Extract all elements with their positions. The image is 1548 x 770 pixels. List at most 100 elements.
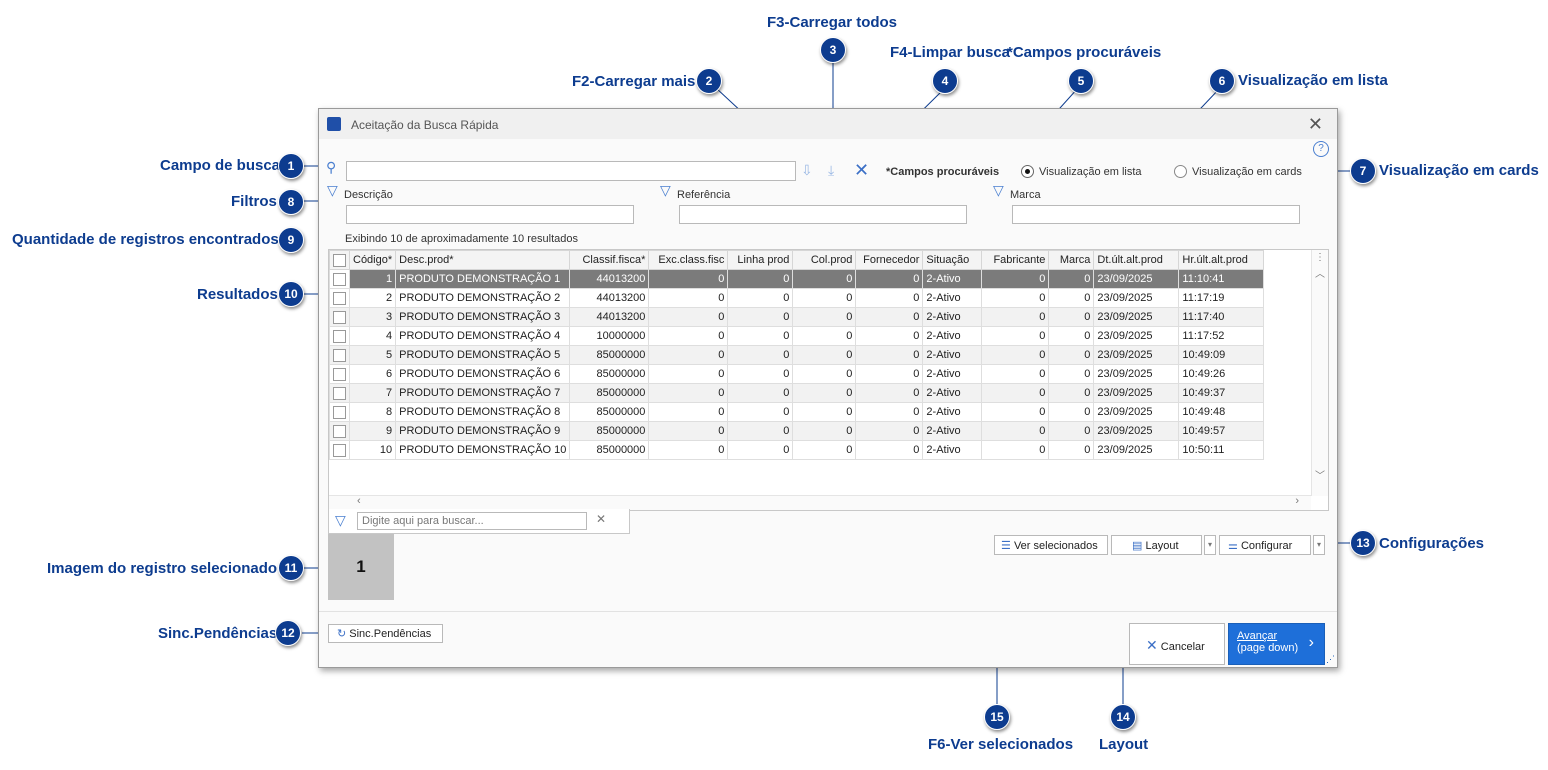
resize-grip-icon[interactable]: ⋰ xyxy=(1326,654,1335,664)
row-checkbox[interactable] xyxy=(329,421,350,441)
filter-label-descricao: Descrição xyxy=(344,189,393,201)
column-header[interactable]: Marca xyxy=(1048,250,1095,270)
table-cell: 10:49:26 xyxy=(1178,364,1265,384)
table-cell: 0 xyxy=(648,288,729,308)
table-cell: 5 xyxy=(348,345,397,365)
table-cell: 0 xyxy=(855,269,924,289)
view-selected-button[interactable]: ☰ Ver selecionados xyxy=(994,535,1108,555)
callout-badge-1: 1 xyxy=(278,153,304,179)
table-cell: 0 xyxy=(855,288,924,308)
table-cell: 23/09/2025 xyxy=(1093,288,1180,308)
clear-search-icon[interactable]: ✕ xyxy=(854,160,870,180)
sync-pending-button[interactable]: ↻ Sinc.Pendências xyxy=(328,624,443,643)
advance-label: Avançar xyxy=(1237,630,1278,642)
filter-input-descricao[interactable] xyxy=(346,205,634,224)
table-cell: 0 xyxy=(981,421,1050,441)
callout-badge-4: 4 xyxy=(932,68,958,94)
table-cell: 0 xyxy=(792,326,857,346)
table-cell: 0 xyxy=(981,345,1050,365)
table-cell: 2-Ativo xyxy=(922,326,983,346)
title-bar: Aceitação da Busca Rápida ✕ xyxy=(319,109,1337,139)
load-more-icon[interactable]: ⇩ xyxy=(801,162,813,178)
table-cell: PRODUTO DEMONSTRAÇÃO 4 xyxy=(395,326,571,346)
cards-view-radio[interactable] xyxy=(1174,165,1187,178)
column-header[interactable]: Hr.últ.alt.prod xyxy=(1178,250,1265,270)
scroll-up-icon[interactable]: ︿ xyxy=(1315,269,1325,280)
column-header[interactable]: Desc.prod* xyxy=(395,250,571,270)
column-header[interactable]: Exc.class.fisc xyxy=(648,250,729,270)
column-header[interactable]: Col.prod xyxy=(792,250,857,270)
filter-input-marca[interactable] xyxy=(1012,205,1300,224)
cancel-button[interactable]: ✕ Cancelar xyxy=(1129,623,1225,665)
table-cell: 2 xyxy=(348,288,397,308)
table-cell: 0 xyxy=(727,383,794,403)
vertical-scrollbar[interactable]: ⋮ ︿ ﹀ xyxy=(1311,250,1328,496)
scroll-right-icon[interactable]: › xyxy=(1295,495,1299,507)
table-cell: 23/09/2025 xyxy=(1093,326,1180,346)
layout-button[interactable]: ▤ Layout xyxy=(1111,535,1202,555)
scroll-left-icon[interactable]: ‹ xyxy=(357,495,361,507)
advance-button[interactable]: Avançar (page down) › xyxy=(1228,623,1325,665)
row-checkbox[interactable] xyxy=(329,440,350,460)
grid-search-input[interactable]: Digite aqui para buscar... xyxy=(357,512,587,530)
column-header[interactable]: Dt.últ.alt.prod xyxy=(1093,250,1180,270)
column-header[interactable]: Fabricante xyxy=(981,250,1050,270)
callout-badge-11: 11 xyxy=(278,555,304,581)
row-checkbox[interactable] xyxy=(329,345,350,365)
layout-icon: ▤ xyxy=(1132,540,1143,552)
scroll-down-icon[interactable]: ﹀ xyxy=(1315,471,1325,482)
column-header[interactable]: Fornecedor xyxy=(855,250,924,270)
configure-dropdown-button[interactable]: ▾ xyxy=(1313,535,1325,555)
more-options-icon[interactable]: ⋮ xyxy=(1315,252,1325,263)
select-all-checkbox[interactable] xyxy=(329,250,350,270)
list-view-radio[interactable] xyxy=(1021,165,1034,178)
column-header[interactable]: Linha prod xyxy=(727,250,794,270)
callout-badge-3: 3 xyxy=(820,37,846,63)
table-cell: 0 xyxy=(855,440,924,460)
help-icon[interactable]: ? xyxy=(1313,141,1329,157)
column-header[interactable]: Código* xyxy=(348,250,397,270)
row-checkbox[interactable] xyxy=(329,402,350,422)
layout-dropdown-button[interactable]: ▾ xyxy=(1204,535,1216,555)
row-checkbox[interactable] xyxy=(329,269,350,289)
column-header[interactable]: Situação xyxy=(922,250,983,270)
filter-input-referencia[interactable] xyxy=(679,205,967,224)
results-table: Código*Desc.prod*Classif.fisca*Exc.class… xyxy=(329,250,1265,460)
row-checkbox[interactable] xyxy=(329,307,350,327)
load-all-icon[interactable]: ⤓ xyxy=(828,162,835,178)
search-icon: ⚲ xyxy=(326,159,337,175)
table-cell: PRODUTO DEMONSTRAÇÃO 7 xyxy=(395,383,571,403)
configure-button[interactable]: ⚌ Configurar xyxy=(1219,535,1311,555)
table-cell: 0 xyxy=(1048,383,1095,403)
callout-label-14: Layout xyxy=(1099,736,1149,753)
row-checkbox[interactable] xyxy=(329,326,350,346)
close-icon[interactable]: ✕ xyxy=(1307,114,1323,134)
clear-grid-search-icon[interactable]: ✕ xyxy=(596,512,607,526)
table-cell: 2-Ativo xyxy=(922,383,983,403)
callout-label-4: F4-Limpar busca xyxy=(890,44,1011,61)
table-cell: 0 xyxy=(981,269,1050,289)
column-header[interactable]: Classif.fisca* xyxy=(569,250,650,270)
table-cell: 0 xyxy=(727,421,794,441)
horizontal-scrollbar[interactable]: ‹ › xyxy=(329,495,1311,510)
selected-record-image: 1 xyxy=(328,534,394,600)
row-checkbox[interactable] xyxy=(329,364,350,384)
row-checkbox[interactable] xyxy=(329,288,350,308)
row-checkbox[interactable] xyxy=(329,383,350,403)
table-cell: 0 xyxy=(727,326,794,346)
list-view-label: Visualização em lista xyxy=(1039,166,1142,178)
table-cell: 2-Ativo xyxy=(922,288,983,308)
refresh-icon: ↻ xyxy=(337,628,347,640)
search-input[interactable] xyxy=(346,161,796,181)
close-icon: ✕ xyxy=(1146,637,1158,653)
